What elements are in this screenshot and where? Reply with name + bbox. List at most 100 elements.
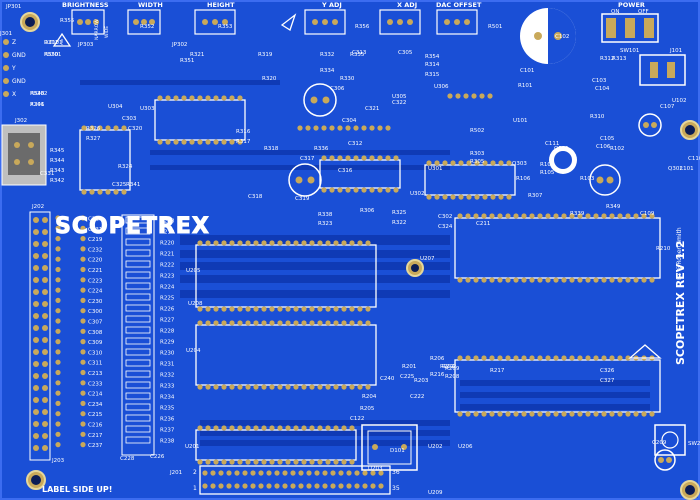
chip-u204 [195,324,377,386]
designator-label: R216 [430,372,445,378]
resistor-label: R231 [160,362,174,368]
resistor-label: R230 [160,351,175,357]
designator-label: R349 [606,204,621,210]
designator-label: R102 [610,146,624,152]
designator-label: C331 [40,171,54,177]
connector-j203 [29,211,51,461]
resistor-label: R225 [160,296,175,302]
designator-label: U208 [188,301,203,307]
designator-label: R206 [430,356,445,362]
designator-label: C226 [150,454,165,460]
resistor-label: R222 [160,263,174,269]
cap-pad [55,339,61,345]
resistor-label: R236 [160,417,175,423]
designator-label: FB202 [30,91,47,97]
designator-label: R217 [490,368,505,374]
cap-pad [80,236,86,242]
cap-pad [80,359,86,365]
designator-label: R341 [126,182,140,188]
designator-label: R350 [44,52,59,58]
resistor-body [125,293,151,301]
designator-label: R313 [612,56,627,62]
capacitor-c215 [638,113,662,137]
designator-label: U303 [140,106,155,112]
cap-label: C220 [88,258,103,264]
cap-label: C218 [88,217,103,223]
designator-label: U201 [185,444,200,450]
designator-label: R106 [516,176,531,182]
cap-pad [80,225,86,231]
designator-label: R343 [50,168,65,174]
cap-label: C214 [88,392,103,398]
resistor-body [125,381,151,389]
chip-u302 [319,159,401,189]
designator-label: R342 [50,178,64,184]
designator-label: C110 [688,156,700,162]
designator-label: R307 [528,193,543,199]
resistor-label: R226 [160,307,175,313]
designator-label: R306 [360,208,375,214]
cap-pad [55,287,61,293]
cap-label: C217 [88,433,103,439]
designator-label: R310 [590,114,605,120]
trim-pot-pads [77,19,470,25]
cap-label: C309 [88,340,103,346]
cap-label: C215 [88,412,103,418]
cap-label: C307 [88,320,103,326]
resistor-array-outline [121,214,155,456]
pin-number: 35 [392,485,400,492]
designator-label: X201 [30,102,44,108]
cap-label: C221 [88,268,102,274]
ic-pin-rows [81,93,655,489]
cap-label: C310 [88,350,103,356]
designator-label: U304 [108,104,123,110]
label-x-adj: X ADJ [397,1,417,9]
resistor-body [125,326,151,334]
designator-label: C122 [350,416,364,422]
resistor-body [125,436,151,444]
cap-pad [55,411,61,417]
cap-pad [80,287,86,293]
cap-pad [80,349,86,355]
resistor-body [125,337,151,345]
label-power: POWER [618,1,645,9]
cap-pad [80,266,86,273]
resistor-body [125,238,151,246]
label-side-note: LABEL SIDE UP! [42,485,112,494]
resistor-label: R219 [160,230,175,236]
designator-label: R201 [402,364,416,370]
designator-label: FB201 [44,52,61,58]
designator-label: R210 [656,246,671,252]
cap-label: C224 [88,289,103,295]
designator-label: JP303 [77,42,94,48]
designator-label: R338 [318,212,333,218]
designator-label: R323 [318,221,333,227]
cap-pad [80,411,86,417]
cap-pad [80,246,86,252]
designator-label: C302 [438,214,452,220]
resistor-label: R224 [160,285,175,291]
resistor-body [125,227,151,235]
designator-label: R324 [118,164,133,170]
cap-pad [55,297,61,303]
cap-label: C234 [88,402,103,408]
connector-j302 [1,124,47,186]
cap-pad [80,318,86,324]
designator-label: R205 [360,406,375,412]
cap-pad [55,359,61,365]
resistor-label: R234 [160,395,175,401]
designator-label: C313 [352,50,367,56]
designator-label: R344 [50,158,65,164]
designator-label: J302 [14,118,27,124]
designator-label: R302 [44,40,58,46]
trim-pots [71,9,478,35]
cap-pad [55,349,61,355]
designator-label: R209 [445,366,460,372]
designator-label: U202 [428,444,443,450]
designator-label: R345 [50,148,65,154]
label-y-adj: Y ADJ [321,1,342,9]
designator-label: C303 [122,116,137,122]
designator-label: C325 [112,182,127,188]
